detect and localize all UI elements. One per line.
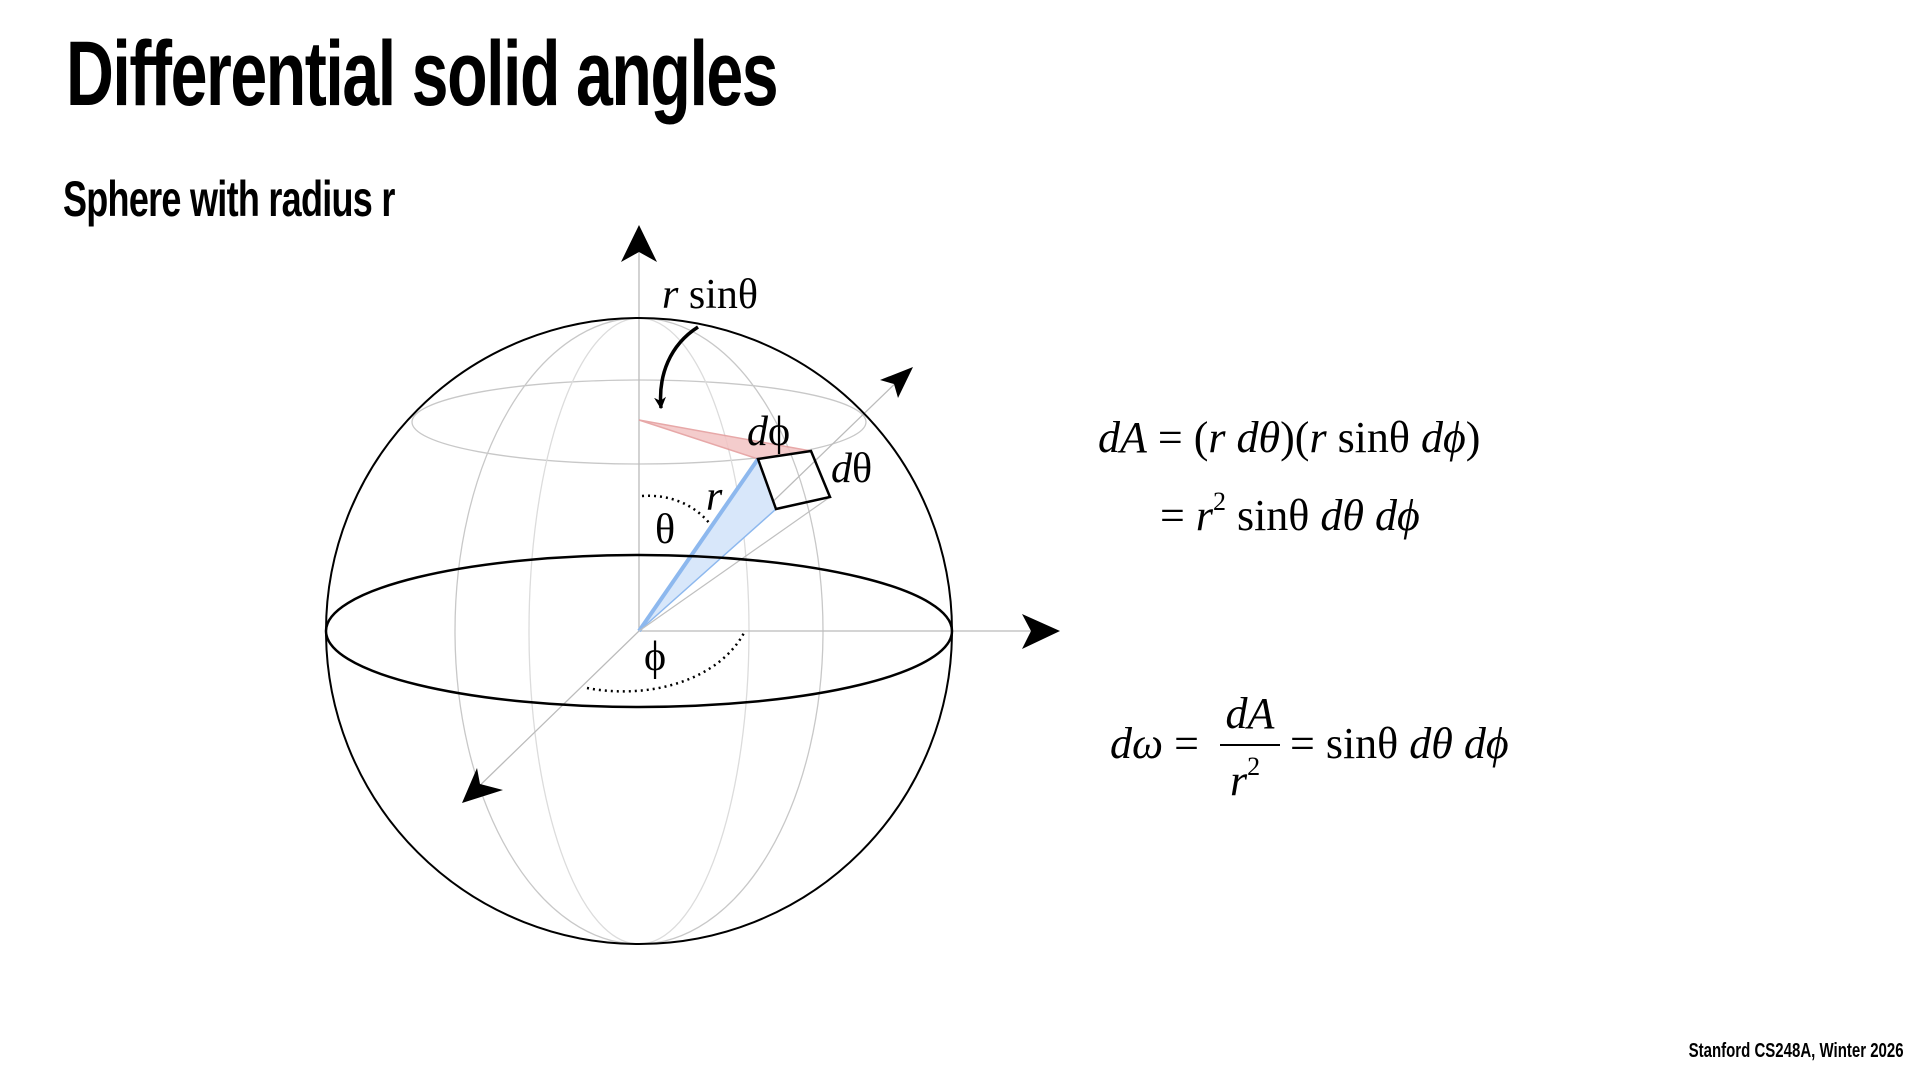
slide-footer: Stanford CS248A, Winter 2026 [1689,1040,1904,1062]
axis-arrowheads [462,225,1060,803]
fraction-numerator: dA [1226,689,1276,738]
r-sin-theta-label: r sinθ [662,272,758,318]
curved-arrow [654,325,699,410]
fraction-denominator: r2 [1230,752,1260,805]
d-phi-label: dϕ [747,409,790,455]
equation-dA-line2: = r2 sinθ dθ dϕ [1160,487,1420,540]
theta-label: θ [655,507,675,553]
slide-subtitle: Sphere with radius r [63,171,395,227]
equation-dA: dA = (r dθ)(r sinθ dϕ) = r2 sinθ dθ dϕ [1098,413,1480,540]
theta-arc [641,494,711,525]
equator [324,553,954,709]
arrow-right-icon [1022,614,1060,649]
arrow-upright-icon [880,367,913,398]
phi-label: ϕ [644,634,666,680]
radius-label: r [706,474,723,520]
arrow-up-icon [621,225,657,262]
d-theta-label: dθ [831,446,872,492]
equation-dA-line1: dA = (r dθ)(r sinθ dϕ) [1098,413,1480,462]
ray-faint [638,496,831,632]
area-patch [756,449,832,511]
domega-lhs: dω = [1110,719,1199,768]
slide-title: Differential solid angles [66,23,779,125]
y-axis-front [469,630,640,796]
equation-domega: dω = dA r2 = sinθ dθ dϕ [1110,689,1509,805]
blue-edge [637,457,760,633]
domega-rhs: = sinθ dθ dϕ [1290,719,1509,768]
arrow-downleft-icon [462,768,503,803]
